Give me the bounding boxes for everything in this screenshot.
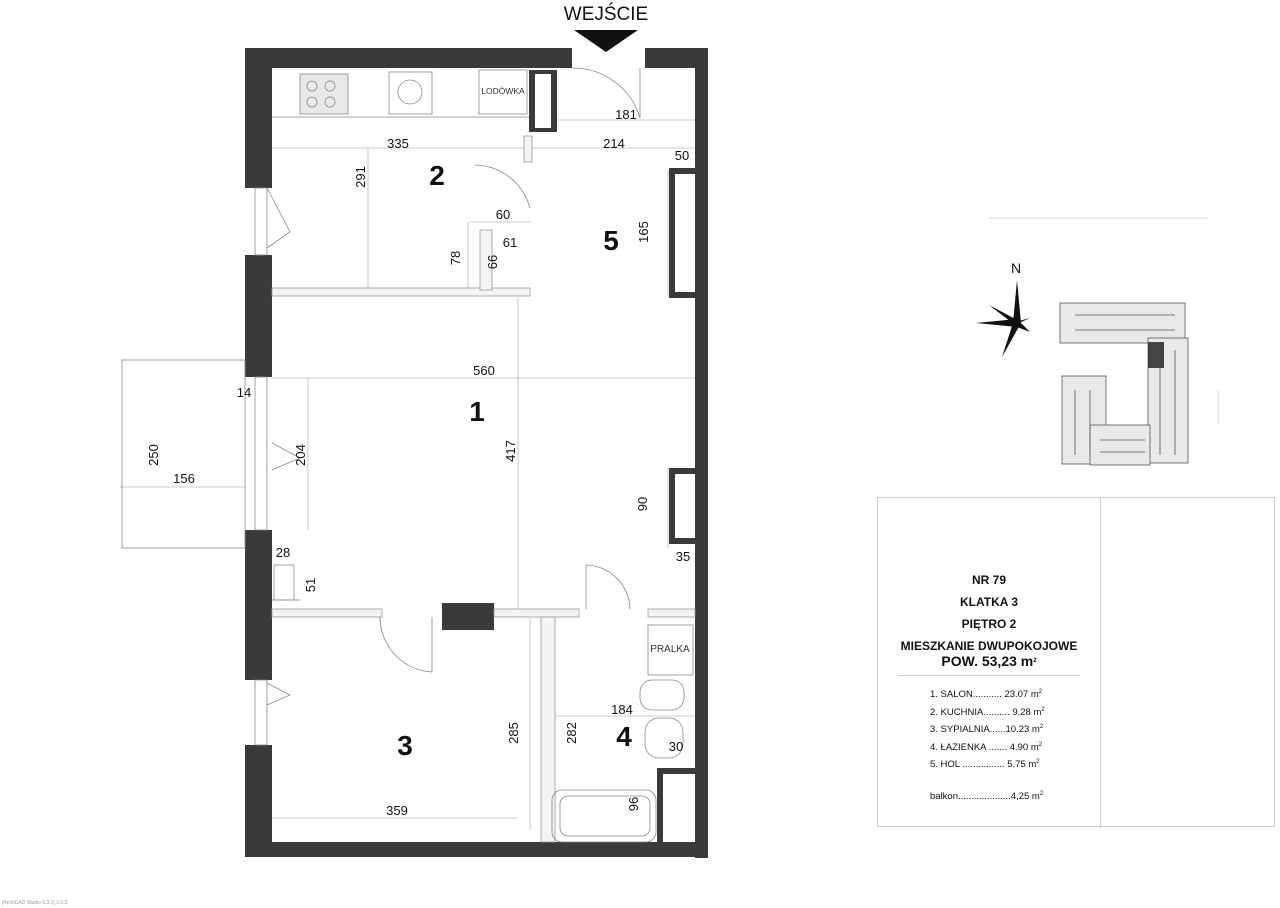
dim-96: 96	[626, 797, 641, 811]
room-number-3: 3	[397, 730, 413, 761]
dim-181: 181	[615, 107, 637, 122]
dim-184: 184	[611, 702, 633, 717]
dim-335: 335	[387, 136, 409, 151]
apartment-number: NR 79	[971, 573, 1006, 587]
dim-51: 51	[303, 578, 318, 592]
area-value: POW. 53,23 m	[941, 653, 1034, 669]
dim-359: 359	[386, 803, 408, 818]
dim-291: 291	[353, 166, 368, 188]
dim-78: 78	[448, 251, 463, 265]
room-item: 1. SALON........... 23.07 m2	[930, 689, 1043, 700]
balcony-item: balkon....................4,25 m2	[930, 790, 1044, 802]
dim-204: 204	[293, 444, 308, 466]
room-item: 2. KUCHNIA.......... 9.28 m2	[930, 706, 1045, 718]
compass-icon	[976, 280, 1030, 357]
dim-90: 90	[635, 497, 650, 511]
room-number-2: 2	[429, 160, 445, 191]
room-item: 5. HOL ................ 5.75 m2	[930, 759, 1040, 770]
dim-285: 285	[506, 722, 521, 744]
apartment-info-panel: NR 79 KLATKA 3 PIĘTRO 2 MIESZKANIE DWUPO…	[877, 497, 1275, 828]
dim-30: 30	[669, 739, 683, 754]
dim-156: 156	[173, 471, 195, 486]
dim-560: 560	[473, 363, 495, 378]
dim-66: 66	[485, 255, 500, 269]
washer-label: PRALKA	[650, 644, 690, 655]
room-item: 3. SYPIALNIA......10.23 m2	[930, 724, 1044, 735]
room-item: 4. ŁAZIENKA ....... 4.90 m2	[930, 741, 1043, 753]
apartment-type: MIESZKANIE DWUPOKOJOWE	[900, 639, 1078, 653]
dim-282: 282	[564, 722, 579, 744]
dim-14: 14	[237, 385, 251, 400]
dim-61: 61	[503, 235, 517, 250]
compass-label: N	[1011, 260, 1021, 276]
room-list: 1. SALON........... 23.07 m2 2. KUCHNIA.…	[930, 684, 1100, 803]
dim-250: 250	[146, 444, 161, 466]
dim-28: 28	[276, 545, 290, 560]
dim-417: 417	[503, 440, 518, 462]
dim-35: 35	[676, 549, 690, 564]
apartment-area: POW. 53,23 m2	[878, 653, 1100, 669]
room-number-1: 1	[469, 396, 485, 427]
room-number-4: 4	[616, 721, 632, 752]
area-underline	[898, 675, 1080, 676]
fridge-label: LODÓWKA	[481, 86, 525, 96]
dim-60: 60	[496, 207, 510, 222]
info-divider	[1100, 498, 1101, 828]
dim-165: 165	[636, 221, 651, 243]
apartment-highlight	[1148, 342, 1164, 368]
dim-50: 50	[675, 148, 689, 163]
area-unit-sup: 2	[1033, 658, 1037, 664]
building-key-plan	[1059, 302, 1219, 466]
floor-label: PIĘTRO 2	[961, 617, 1017, 631]
dim-214: 214	[603, 136, 625, 151]
room-number-5: 5	[603, 225, 619, 256]
staircase-label: KLATKA 3	[960, 595, 1018, 609]
entrance-label: WEJŚCIE	[564, 3, 648, 25]
credits-text: [ArchiCAD Studio 6.3.1] 2.0.2	[2, 900, 68, 906]
